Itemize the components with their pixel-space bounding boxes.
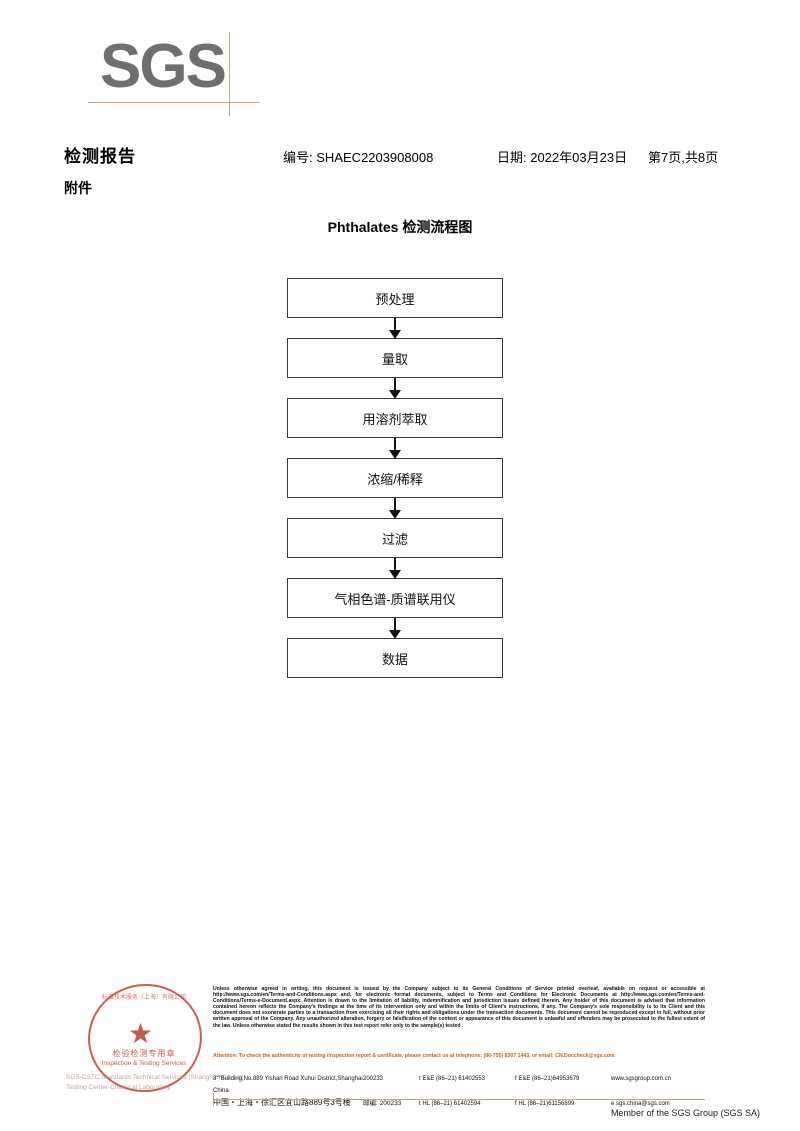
attention-notice: Attention: To check the authenticity of … bbox=[213, 1053, 615, 1059]
fax-ee: f E&E (86–21)64953679 bbox=[515, 1076, 580, 1082]
address-cn: 中国・上海・徐汇区宜山路889号3号楼 bbox=[213, 1098, 351, 1107]
flow-node-2: 量取 bbox=[287, 338, 503, 378]
page-indicator: 第7页,共8页 bbox=[648, 150, 719, 165]
address-en: 3""Building,No.889 Yishan Road Xuhui Dis… bbox=[213, 1076, 363, 1094]
logo-horizontal-rule bbox=[88, 102, 260, 103]
legal-disclaimer: Unless otherwise agreed in writing, this… bbox=[213, 986, 705, 1029]
footer-rule bbox=[213, 1099, 705, 1100]
flow-arrow-3 bbox=[287, 438, 503, 459]
website-link[interactable]: www.sgsgroup.com.cn bbox=[611, 1076, 672, 1082]
footer-address-block: 3""Building,No.889 Yishan Road Xuhui Dis… bbox=[213, 1073, 705, 1110]
report-number: 编号: SHAEC2203908008 bbox=[283, 150, 434, 165]
sgs-logo: SGS bbox=[88, 32, 260, 116]
seal-en-text: Inspection & Testing Services bbox=[101, 1060, 187, 1067]
flow-arrow-1 bbox=[287, 318, 503, 339]
flow-node-7: 数据 bbox=[287, 638, 503, 678]
address-row-cn: 中国・上海・徐汇区宜山路889号3号楼 邮编: 200233 t HL (86–… bbox=[213, 1097, 705, 1110]
page-title: 检测报告 bbox=[64, 147, 136, 166]
flow-arrow-5 bbox=[287, 558, 503, 579]
logo-vertical-rule bbox=[229, 32, 230, 116]
seal-cn-text: 检验检测专用章 bbox=[112, 1049, 176, 1058]
sgs-group-membership: Member of the SGS Group (SGS SA) bbox=[610, 1108, 760, 1118]
email-link[interactable]: e sgs.china@sgs.com bbox=[611, 1101, 670, 1107]
legal-text: Unless otherwise agreed in writing, this… bbox=[213, 986, 705, 1029]
star-icon: ★ bbox=[128, 1018, 154, 1049]
tel-hl: t HL (86–21) 61402594 bbox=[419, 1101, 481, 1107]
seal-arc-text: 标准技术服务（上海）有限公司 bbox=[101, 995, 186, 1001]
address-row-en: 3""Building,No.889 Yishan Road Xuhui Dis… bbox=[213, 1073, 705, 1097]
tel-ee: t E&E (86–21) 61402553 bbox=[419, 1076, 486, 1082]
flow-arrow-6 bbox=[287, 618, 503, 639]
fax-hl: f HL (86–21)61156899 bbox=[515, 1101, 575, 1107]
seal-overlay-line2: Testing Center-Chemical Laboratory. bbox=[66, 1084, 172, 1091]
flow-node-6: 气相色谱-质谱联用仪 bbox=[287, 578, 503, 618]
flowchart-title: Phthalates 检测流程图 bbox=[327, 219, 473, 235]
flow-node-5: 过滤 bbox=[287, 518, 503, 558]
flow-node-4: 浓缩/稀释 bbox=[287, 458, 503, 498]
flow-arrow-2 bbox=[287, 378, 503, 399]
postcode-en: 200233 bbox=[363, 1076, 384, 1082]
page-subtitle: 附件 bbox=[64, 180, 92, 196]
flow-node-3: 用溶剂萃取 bbox=[287, 398, 503, 438]
report-date: 日期: 2022年03月23日 bbox=[497, 150, 628, 165]
flow-arrow-4 bbox=[287, 498, 503, 519]
flowchart: 预处理 量取 用溶剂萃取 浓缩/稀释 过滤 气相色谱-质谱联用仪 数据 bbox=[287, 278, 503, 678]
seal-overlay-line1: SGS-CSTC Standards Technical Services (S… bbox=[66, 1074, 245, 1081]
sgs-logo-text: SGS bbox=[100, 32, 227, 101]
postcode-cn: 邮编: 200233 bbox=[363, 1100, 402, 1107]
company-seal-stamp: 标准技术服务（上海）有限公司 ★ 检验检测专用章 Inspection & Te… bbox=[66, 976, 245, 1100]
flow-node-1: 预处理 bbox=[287, 278, 503, 318]
